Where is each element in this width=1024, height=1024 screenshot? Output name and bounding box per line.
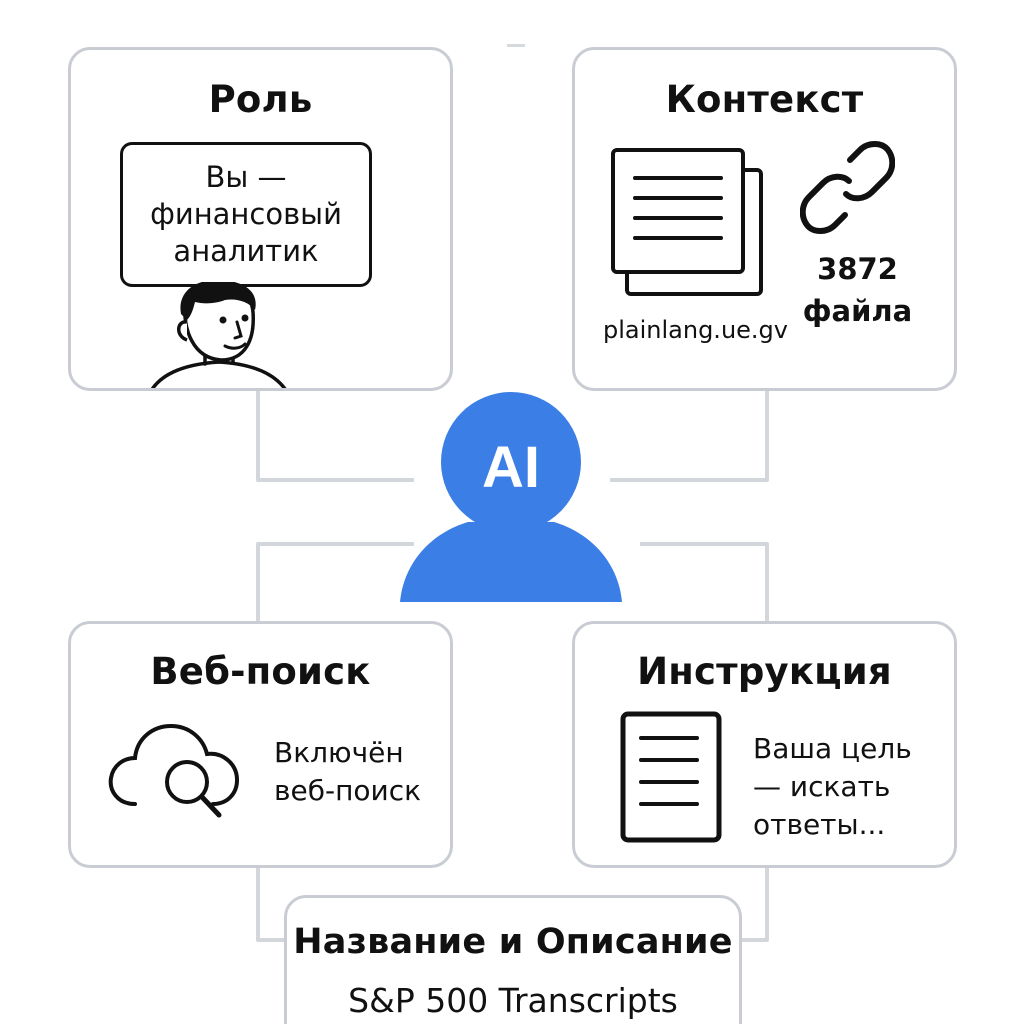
websearch-status: Включён веб-поиск [274,734,421,810]
name-card-subtitle: S&P 500 Transcripts [287,981,739,1020]
websearch-line: веб-поиск [274,772,421,810]
connector-instruction-ai [640,544,767,621]
context-count-number: 3872 [790,248,925,290]
role-speech-bubble: Вы — финансовый аналитик [120,142,372,287]
cloud-search-icon [105,704,245,824]
context-count-unit: файла [790,290,925,332]
role-bubble-line: Вы — [123,159,369,196]
document-lines-icon [619,710,724,845]
instruction-line: Ваша цель [753,730,912,768]
documents-icon [609,146,769,306]
link-icon [800,140,895,235]
instruction-card: Инструкция Ваша цель — искать ответы... [572,621,957,868]
connector-role-ai [258,391,414,480]
instruction-card-title: Инструкция [575,650,954,693]
name-card-title: Название и Описание [287,922,739,962]
role-bubble-text: Вы — финансовый аналитик [123,159,369,270]
context-file-count: 3872 файла [790,248,925,332]
top-divider [507,44,525,47]
websearch-line: Включён [274,734,421,772]
role-card-title: Роль [71,78,450,121]
connector-instruction-name [742,868,767,940]
connector-context-ai [610,391,767,480]
instruction-text: Ваша цель — искать ответы... [753,730,912,844]
instruction-line: ответы... [753,806,912,844]
websearch-card-title: Веб-поиск [71,650,450,693]
context-card: Контекст 3872 файла plainlang.ue.gv [572,47,957,391]
name-description-card: Название и Описание S&P 500 Transcripts [284,895,742,1024]
ai-label: AI [398,434,624,501]
context-source-url: plainlang.ue.gv [603,316,788,344]
connector-websearch-name [258,868,284,940]
person-icon [141,282,301,391]
role-bubble-line: финансовый [123,196,369,233]
role-card: Роль Вы — финансовый аналитик [68,47,453,391]
connector-websearch-ai [258,544,414,621]
role-bubble-line: аналитик [123,233,369,270]
websearch-card: Веб-поиск Включён веб-поиск [68,621,453,868]
context-card-title: Контекст [575,78,954,121]
instruction-line: — искать [753,768,912,806]
